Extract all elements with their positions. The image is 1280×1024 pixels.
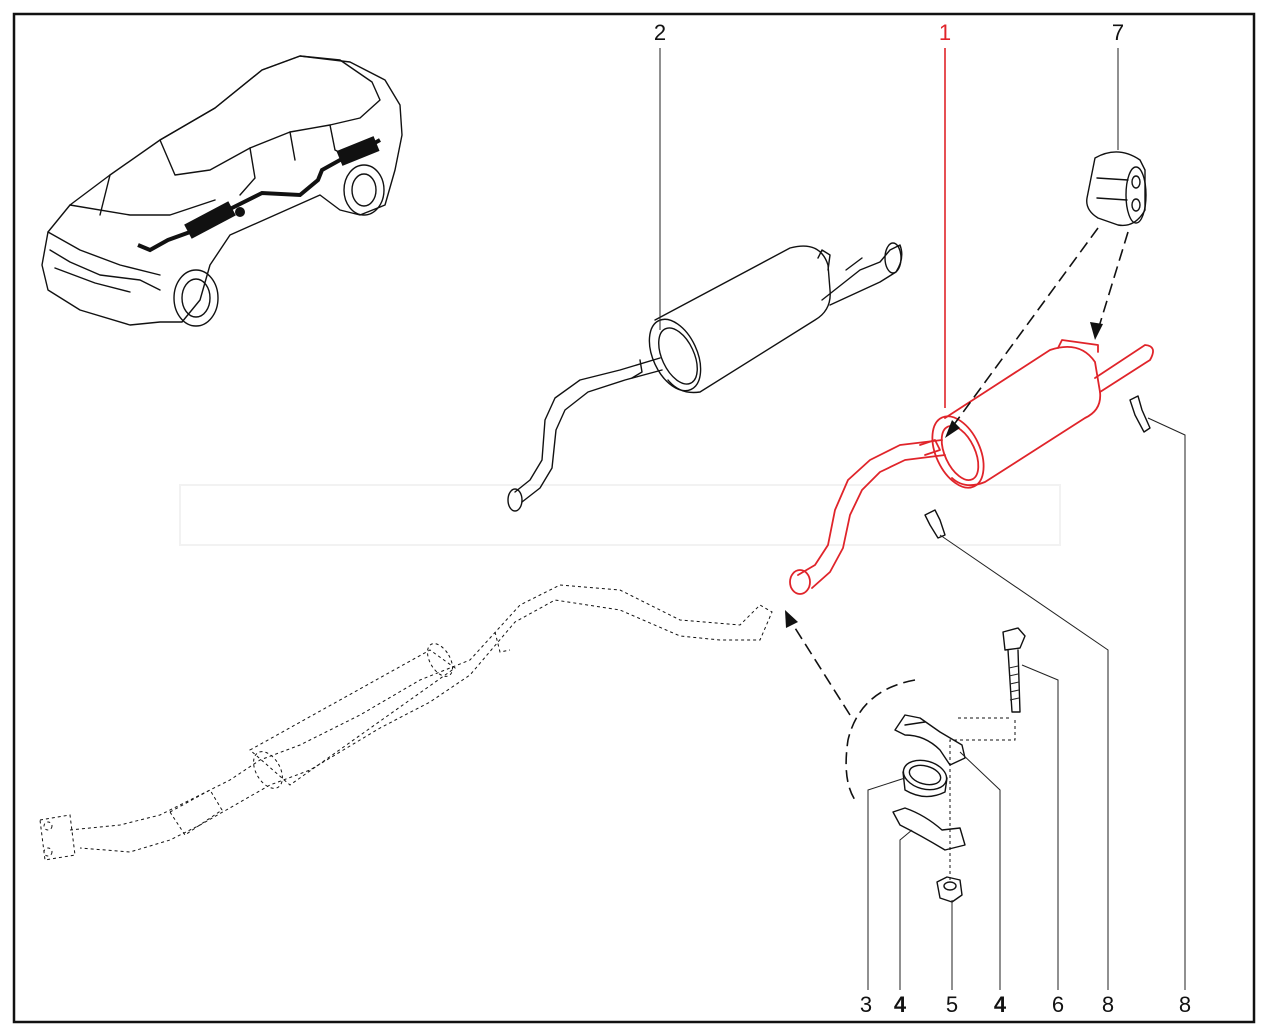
callout-3: 3	[860, 992, 872, 1017]
front-exhaust-pipe-reference	[39, 584, 773, 861]
callout-2: 2	[654, 20, 666, 45]
diagram-border	[12, 12, 1256, 1024]
callouts: 1 2 7 3 4 5 4 6 8 8	[654, 20, 1191, 1017]
watermark	[179, 484, 1061, 546]
callout-5: 5	[946, 992, 958, 1017]
rear-muffler-part-1-highlighted	[789, 48, 1154, 595]
clamp-assembly	[845, 627, 1026, 903]
callout-8-left: 8	[1102, 992, 1114, 1017]
hanger-brackets-part-8	[924, 395, 1151, 539]
callout-4-upper-clamp: 4	[994, 992, 1007, 1017]
assembly-arrows	[785, 227, 1129, 716]
callout-4-lower-clamp: 4	[894, 992, 907, 1017]
leader-lines	[867, 417, 1186, 990]
callout-1: 1	[939, 20, 951, 45]
callout-6: 6	[1052, 992, 1064, 1017]
rear-muffler-part-2	[507, 48, 903, 512]
car-illustration	[41, 55, 403, 327]
callout-7: 7	[1112, 20, 1124, 45]
callout-8-right: 8	[1179, 992, 1191, 1017]
rubber-hanger-part-7	[1086, 48, 1147, 227]
